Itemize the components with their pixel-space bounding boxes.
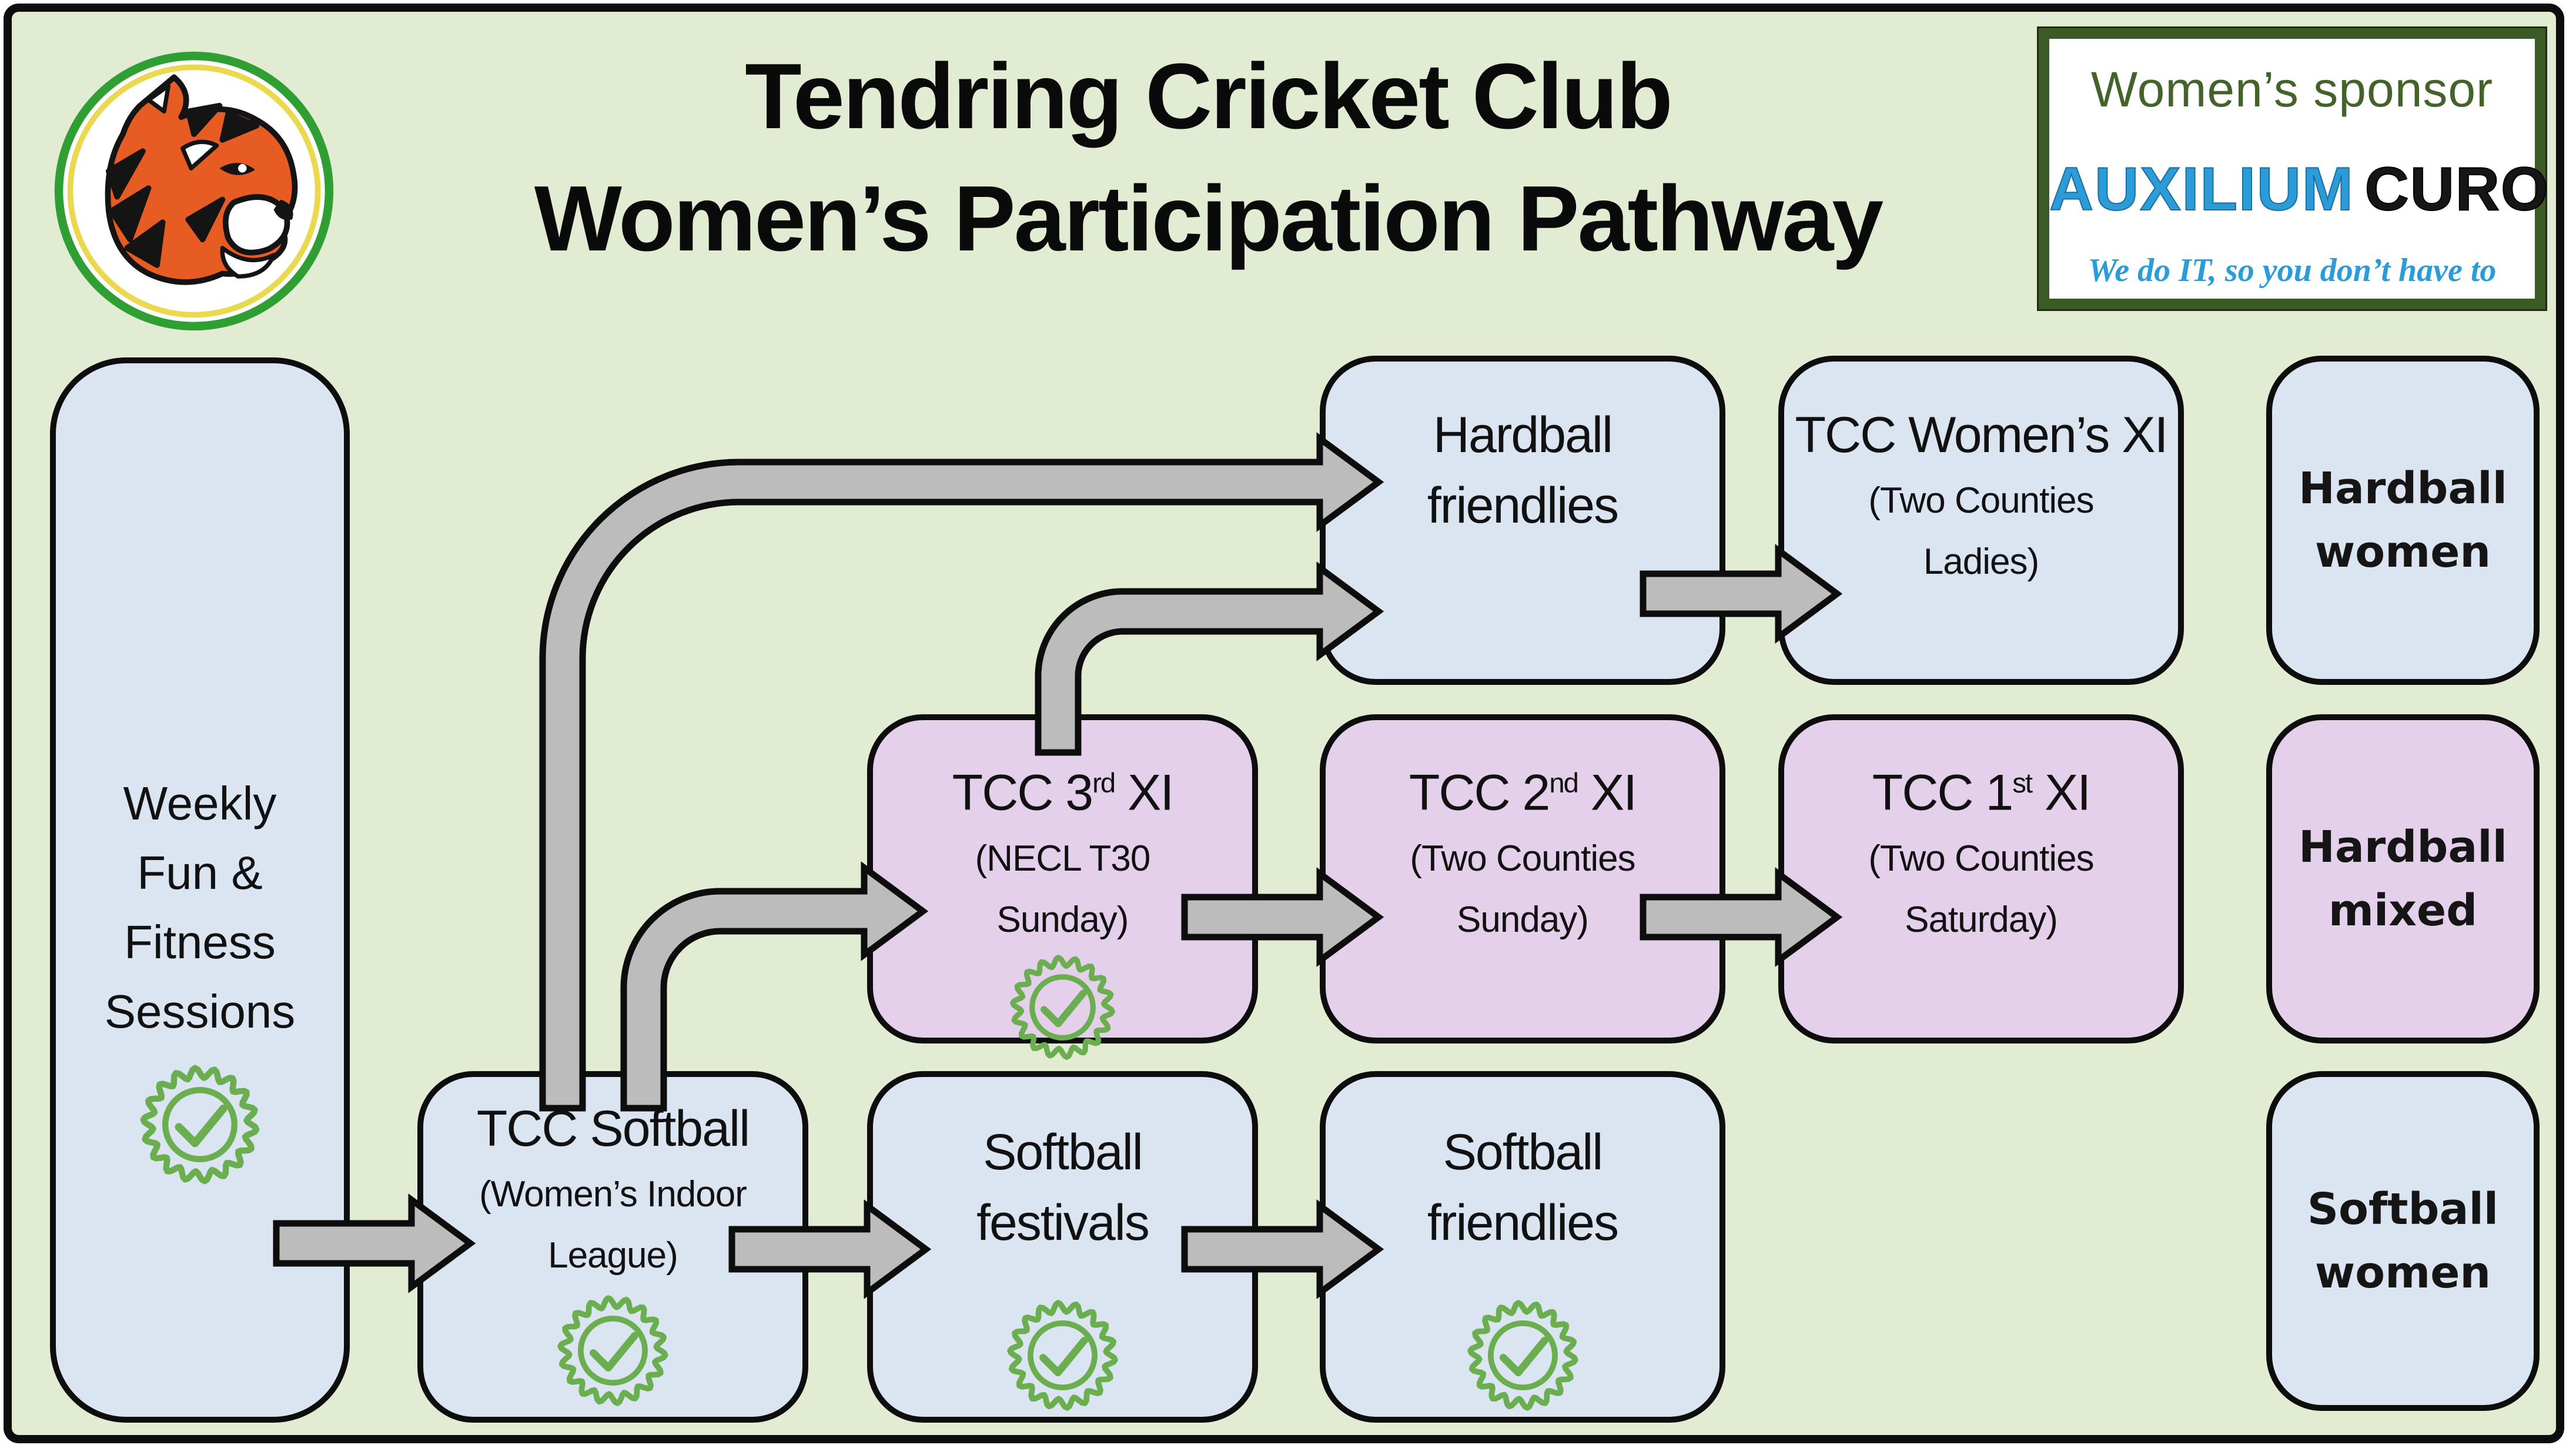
node-weekly-fun-fitness: Weekly Fun & Fitness Sessions bbox=[50, 357, 350, 1423]
node-label-line: Fitness bbox=[124, 916, 276, 968]
rosette-check-icon bbox=[557, 1295, 668, 1406]
node-subtitle-line: (Two Counties bbox=[1868, 480, 2094, 521]
rosette-check-icon bbox=[140, 1065, 260, 1185]
node-label-line: friendlies bbox=[1427, 477, 1619, 534]
node-subtitle-line: League) bbox=[548, 1235, 678, 1276]
node-tcc-2nd-xi: TCC 2nd XI (Two Counties Sunday) bbox=[1320, 714, 1725, 1043]
node-subtitle-line: (Two Counties bbox=[1410, 838, 1635, 879]
node-subtitle-line: Ladies) bbox=[1923, 541, 2039, 582]
node-tcc-1st-xi: TCC 1st XI (Two Counties Saturday) bbox=[1778, 714, 2184, 1043]
sponsor-brand-curo: CURO bbox=[2364, 155, 2550, 224]
node-tcc-3rd-xi: TCC 3rd XI (NECL T30 Sunday) bbox=[867, 714, 1258, 1060]
node-label-line: Softball bbox=[1443, 1124, 1604, 1180]
ordinal-suffix: nd bbox=[1549, 768, 1579, 799]
node-title: XI bbox=[1115, 764, 1174, 821]
page-title-line2: Women’s Participation Pathway bbox=[534, 167, 1884, 270]
sponsor-tagline: We do IT, so you don’t have to bbox=[2087, 252, 2497, 289]
node-softball-friendlies: Softball friendlies bbox=[1320, 1071, 1725, 1423]
legend-hardball-mixed: Hardball mixed bbox=[2266, 714, 2540, 1043]
node-title: TCC 1 bbox=[1872, 764, 2013, 821]
page-title: Tendring Cricket Club Women’s Participat… bbox=[364, 35, 2052, 280]
ordinal-suffix: st bbox=[2012, 768, 2033, 799]
node-label-line: festivals bbox=[976, 1195, 1150, 1251]
legend-label-line: Hardball bbox=[2299, 463, 2507, 514]
node-label-line: Sessions bbox=[104, 985, 296, 1038]
legend-label-line: Hardball bbox=[2299, 822, 2507, 872]
node-label-line: Hardball bbox=[1433, 407, 1613, 463]
node-subtitle-line: (Women’s Indoor bbox=[479, 1174, 747, 1215]
node-title: TCC Women’s XI bbox=[1795, 407, 2168, 463]
legend-label-line: women bbox=[2314, 527, 2491, 577]
ordinal-suffix: rd bbox=[1092, 768, 1116, 799]
legend-softball-women: Softball women bbox=[2266, 1071, 2540, 1411]
rosette-check-icon bbox=[1010, 954, 1115, 1060]
node-title: TCC 3 bbox=[952, 764, 1093, 821]
node-subtitle-line: (Two Counties bbox=[1868, 838, 2094, 879]
sponsor-heading: Women’s sponsor bbox=[2090, 62, 2494, 117]
legend-label-line: mixed bbox=[2328, 885, 2478, 936]
node-hardball-friendlies: Hardball friendlies bbox=[1320, 356, 1725, 685]
legend-label-line: women bbox=[2314, 1247, 2491, 1298]
node-softball-festivals: Softball festivals bbox=[867, 1071, 1258, 1423]
rosette-check-icon bbox=[1007, 1300, 1118, 1411]
node-title: XI bbox=[2032, 764, 2091, 821]
node-label-line: Softball bbox=[983, 1124, 1143, 1180]
rosette-check-icon bbox=[1467, 1300, 1578, 1411]
sponsor-brand-auxilium: AUXILIUM bbox=[2049, 155, 2354, 224]
node-label-line: friendlies bbox=[1427, 1195, 1619, 1251]
node-label-line: Weekly bbox=[123, 777, 277, 829]
node-title: XI bbox=[1577, 764, 1637, 821]
legend-hardball-women: Hardball women bbox=[2266, 356, 2540, 685]
node-tcc-womens-xi: TCC Women’s XI (Two Counties Ladies) bbox=[1778, 356, 2184, 685]
node-subtitle-line: Sunday) bbox=[1457, 899, 1589, 940]
node-label-line: Fun & bbox=[137, 847, 263, 899]
node-subtitle-line: Sunday) bbox=[996, 899, 1129, 940]
tiger-crest-icon bbox=[54, 51, 334, 331]
node-tcc-softball: TCC Softball (Women’s Indoor League) bbox=[417, 1071, 808, 1423]
node-subtitle-line: Saturday) bbox=[1905, 899, 2058, 940]
node-title: TCC 2 bbox=[1409, 764, 1550, 821]
node-subtitle-line: (NECL T30 bbox=[975, 838, 1151, 879]
page-title-line1: Tendring Cricket Club bbox=[745, 45, 1673, 148]
node-title: TCC Softball bbox=[476, 1101, 751, 1157]
legend-label-line: Softball bbox=[2307, 1184, 2499, 1235]
